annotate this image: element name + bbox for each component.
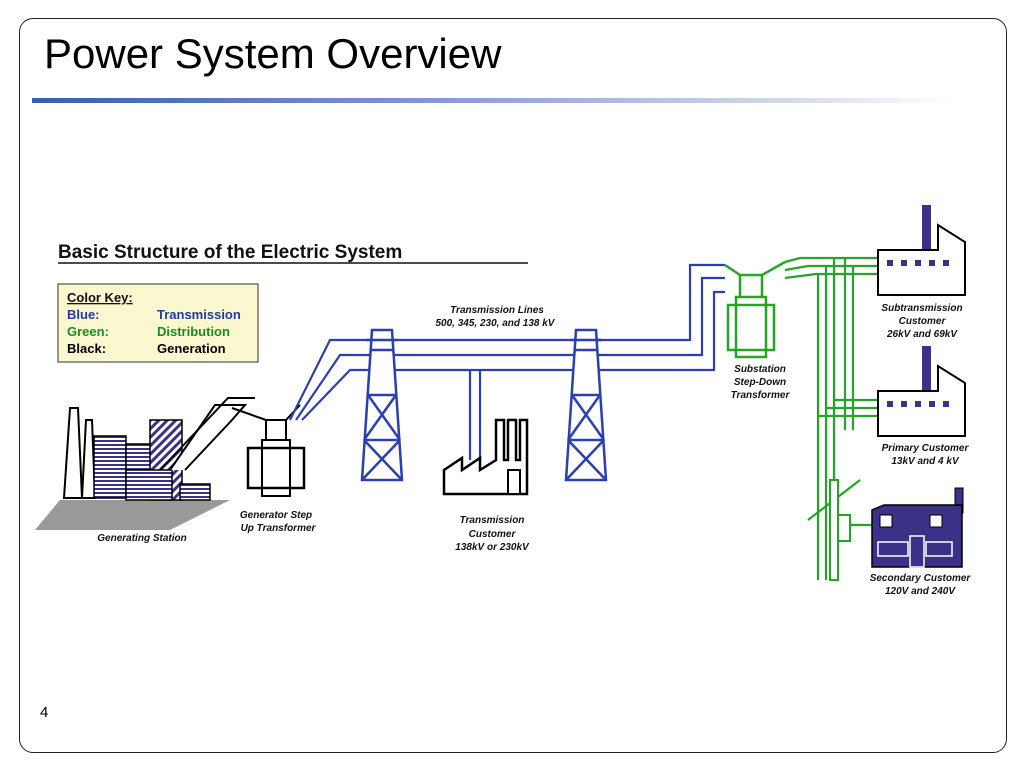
station-annex (179, 483, 211, 501)
transmission-customer-icon (442, 418, 529, 496)
transmission-customer-label-3: 138kV or 230kV (455, 542, 530, 553)
subtransmission-label-2: Customer (899, 316, 947, 327)
slide-title: Power System Overview (44, 30, 502, 77)
diagram-heading: Basic Structure of the Electric System (58, 242, 402, 263)
generator-transformer-label-1: Generator Step (240, 510, 312, 521)
transmission-tower-1-icon (360, 328, 404, 482)
transmission-customer-label-2: Customer (469, 529, 517, 540)
substation-transformer-icon (724, 260, 786, 359)
color-key-black-value: Generation (157, 341, 226, 356)
transmission-lines-label-1: Transmission Lines (450, 305, 544, 316)
station-ground (35, 500, 230, 530)
color-key: Color Key: Blue: Transmission Green: Dis… (57, 283, 259, 363)
generating-station-label: Generating Station (97, 533, 186, 544)
utility-pole (829, 479, 839, 581)
color-key-blue-value: Transmission (157, 307, 241, 322)
transmission-lines-label-2: 500, 345, 230, and 138 kV (436, 318, 556, 329)
substation-label-1: Substation (734, 364, 786, 375)
color-key-box (57, 283, 259, 363)
substation-label-2: Step-Down (734, 377, 786, 388)
generating-station-icon (35, 397, 255, 530)
chimney-left (62, 407, 84, 499)
chimney-right (80, 419, 97, 499)
station-block (125, 469, 173, 501)
slide (19, 18, 1007, 753)
transmission-tower-2-icon (564, 328, 608, 482)
color-key-green-label: Green: (67, 324, 109, 339)
generator-transformer-label-2: Up Transformer (241, 523, 317, 534)
generator-transformer-icon (231, 404, 306, 497)
primary-customer-label-1: Primary Customer (882, 443, 970, 454)
title-rule (32, 98, 952, 103)
transmission-customer-label-1: Transmission (460, 515, 525, 526)
primary-customer-icon (877, 346, 966, 437)
subtransmission-label-3: 26kV and 69kV (886, 329, 958, 340)
color-key-green-value: Distribution (157, 324, 230, 339)
pole-transformer (837, 514, 851, 542)
transmission-lines (289, 263, 725, 460)
color-key-title: Color Key: (67, 290, 133, 305)
secondary-customer-label-1: Secondary Customer (870, 573, 972, 584)
color-key-black-label: Black: (67, 341, 106, 356)
slide-number: 4 (40, 704, 49, 721)
subtransmission-customer-icon (877, 205, 966, 296)
substation-label-3: Transformer (731, 390, 791, 401)
primary-customer-label-2: 13kV and 4 kV (891, 456, 960, 467)
boiler-house (93, 435, 127, 499)
secondary-customer-house-icon (871, 487, 964, 568)
color-key-blue-label: Blue: (67, 307, 100, 322)
subtransmission-label-1: Subtransmission (881, 303, 962, 314)
station-line-2 (159, 397, 255, 471)
secondary-customer-label-2: 120V and 240V (885, 586, 956, 597)
